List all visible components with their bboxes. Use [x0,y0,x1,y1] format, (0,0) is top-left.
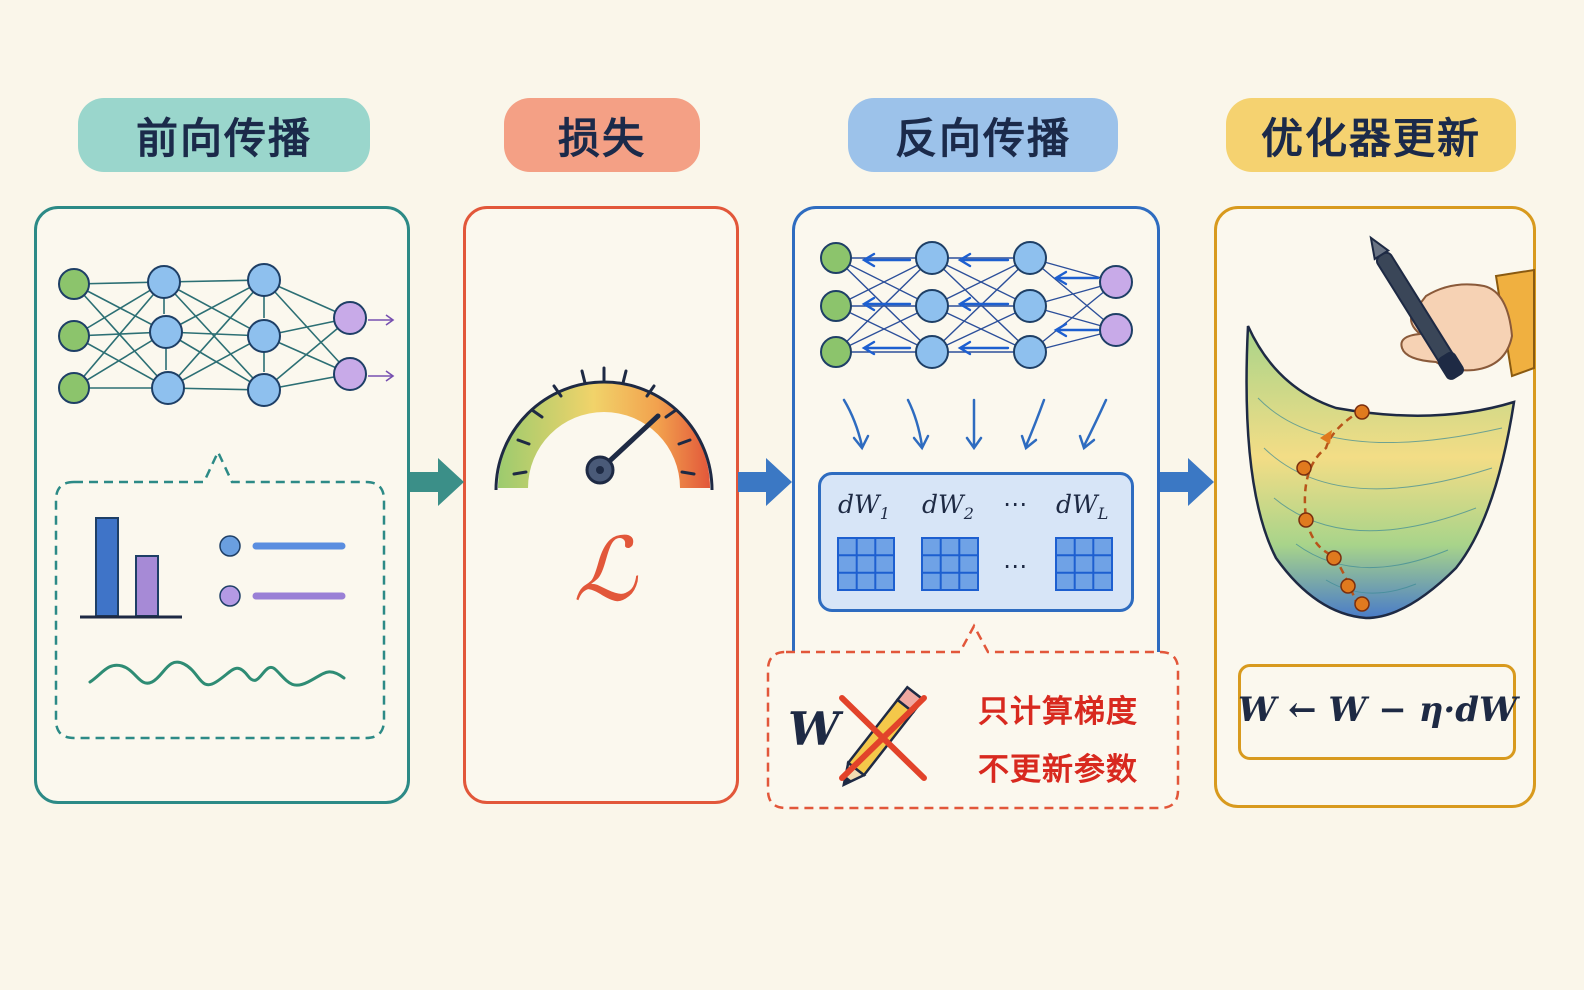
gradient-matrix-ellipsis: ⋯ [1003,552,1027,580]
backprop-network-icon [820,241,1133,369]
grid-icon [837,537,895,591]
note-compute-gradients: 只计算梯度 [978,694,1138,730]
stage-title-forward-text: 前向传播 [135,113,312,163]
panel-loss [463,206,739,804]
stage-title-loss-text: 损失 [557,113,646,163]
param-symbol: W [788,702,840,756]
stage-title-loss: 损失 [504,98,700,172]
list-icon [219,535,346,607]
gradient-label-1-sub: 1 [879,504,890,523]
stage-title-optimizer-text: 优化器更新 [1260,113,1481,163]
gradient-label-L-text: dW [1056,490,1098,519]
note-no-param-update: 不更新参数 [978,752,1138,788]
activations-callout [54,449,386,740]
stage-title-optimizer: 优化器更新 [1226,98,1516,172]
gradient-label-1-text: dW [838,490,880,519]
grid-icon [921,537,979,591]
stage-title-forward: 前向传播 [78,98,370,172]
bar-chart-icon [80,517,182,619]
gradient-label-2: dW2 [922,490,974,523]
hand-pen-icon [1369,235,1535,380]
arrow-icon [1160,458,1214,506]
gradient-label-2-sub: 2 [963,504,974,523]
update-rule-formula: W ← W − η·dW [1238,690,1518,730]
arrow-icon [738,458,792,506]
loss-symbol: ℒ [573,518,637,621]
stage-title-backward: 反向传播 [848,98,1118,172]
gradient-label-1: dW1 [838,490,890,523]
gradient-label-L-sub: L [1097,504,1109,523]
stage-title-backward-text: 反向传播 [894,113,1071,163]
pencil-crossed-icon [839,685,927,787]
grid-icon [1055,537,1113,591]
neural-network-icon [58,263,395,407]
update-rule-box [1238,664,1516,760]
gradient-label-L: dWL [1056,490,1108,523]
gradient-label-2-text: dW [922,490,964,519]
gauge-icon [494,366,714,491]
arrow-icon [410,458,464,506]
wave-icon [88,660,346,687]
gradient-flow-arrows [842,398,1108,451]
loss-surface-icon [1245,325,1516,620]
gradient-label-ellipsis: ⋯ [1003,490,1027,518]
